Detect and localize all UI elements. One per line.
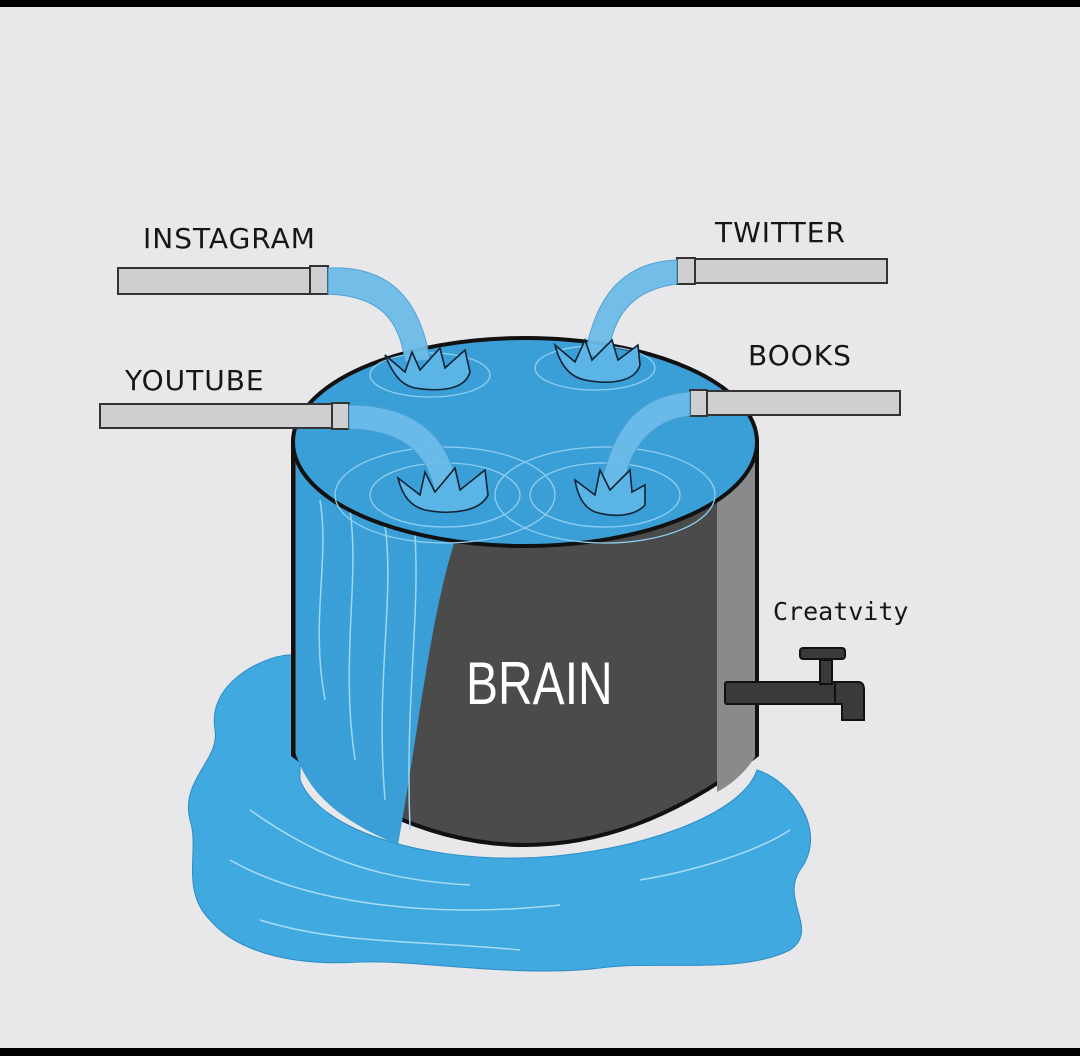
water-surface: [291, 336, 759, 548]
faucet-handle: [799, 647, 846, 660]
label-books: BOOKS: [748, 339, 852, 372]
water-puddle: [187, 654, 812, 972]
instagram-pipe: [117, 267, 329, 295]
youtube-pipe: [99, 403, 350, 429]
faucet: [724, 647, 865, 721]
splashes: [384, 337, 646, 517]
twitter-pipe: [676, 258, 888, 284]
tank-side-highlight: [717, 445, 755, 792]
puddle-ripples: [229, 809, 791, 951]
overflow-ripples: [318, 499, 417, 831]
water-streams: [327, 259, 691, 494]
label-twitter: TWITTER: [714, 216, 846, 249]
books-pipe: [689, 390, 901, 416]
pipes: [99, 257, 901, 430]
label-youtube: YOUTUBE: [124, 364, 265, 397]
label-brain: BRAIN: [466, 650, 613, 717]
label-creativity: Creatvity: [773, 597, 908, 626]
label-instagram: INSTAGRAM: [143, 222, 316, 255]
